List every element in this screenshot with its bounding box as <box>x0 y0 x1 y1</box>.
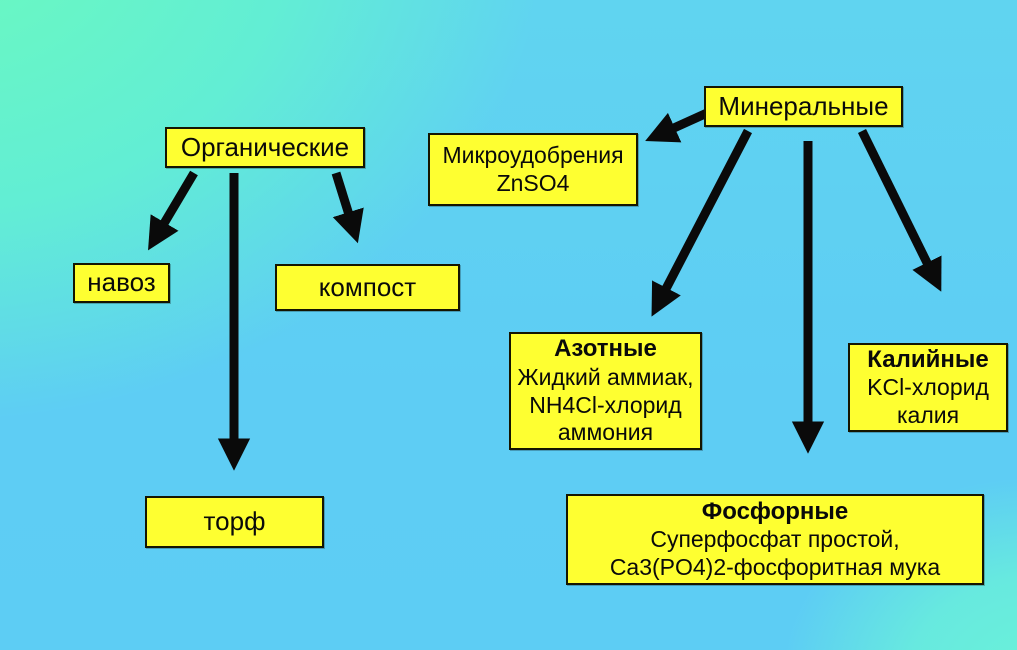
node-microfertilizers: Микроудобрения ZnSO4 <box>428 133 638 206</box>
node-peat-label: торф <box>203 506 266 537</box>
node-potassium: Калийные KCl-хлорид калия <box>848 343 1008 432</box>
arrow-mineral-to-nitrogen <box>651 128 752 317</box>
node-nitrogen-line2: NH4Cl-хлорид <box>529 391 682 418</box>
node-microfertilizers-line1: Микроудобрения <box>442 141 624 168</box>
node-phosphorus-line1: Суперфосфат простой, <box>650 526 900 553</box>
node-manure-label: навоз <box>87 267 156 298</box>
node-potassium-line1: KCl-хлорид <box>867 374 989 401</box>
arrow-organic-to-compost <box>331 171 364 244</box>
node-organic-label: Органические <box>180 131 350 162</box>
node-nitrogen-line3: аммония <box>557 419 654 446</box>
node-compost: компост <box>275 264 460 311</box>
node-nitrogen-line1: Жидкий аммиак, <box>517 364 694 390</box>
arrow-organic-to-manure <box>148 170 198 251</box>
node-nitrogen: Азотные Жидкий аммиак, NH4Cl-хлорид аммо… <box>509 332 702 450</box>
node-peat: торф <box>145 496 324 548</box>
arrow-mineral-to-potassium <box>857 129 942 292</box>
node-phosphorus-line2: Ca3(PO4)2-фосфоритная мука <box>609 553 941 580</box>
node-mineral-label: Минеральные <box>718 90 889 121</box>
node-phosphorus: Фосфорные Суперфосфат простой, Ca3(PO4)2… <box>566 494 984 585</box>
node-manure: навоз <box>73 263 170 303</box>
node-mineral: Минеральные <box>704 86 903 127</box>
node-potassium-line2: калия <box>896 401 960 428</box>
node-organic: Органические <box>165 127 365 168</box>
arrow-mineral-to-micro <box>645 108 709 143</box>
node-nitrogen-title: Азотные <box>554 335 657 363</box>
node-phosphorus-title: Фосфорные <box>701 497 849 525</box>
node-potassium-title: Калийные <box>867 345 989 373</box>
node-compost-label: компост <box>318 271 417 302</box>
node-microfertilizers-line2: ZnSO4 <box>496 169 570 196</box>
